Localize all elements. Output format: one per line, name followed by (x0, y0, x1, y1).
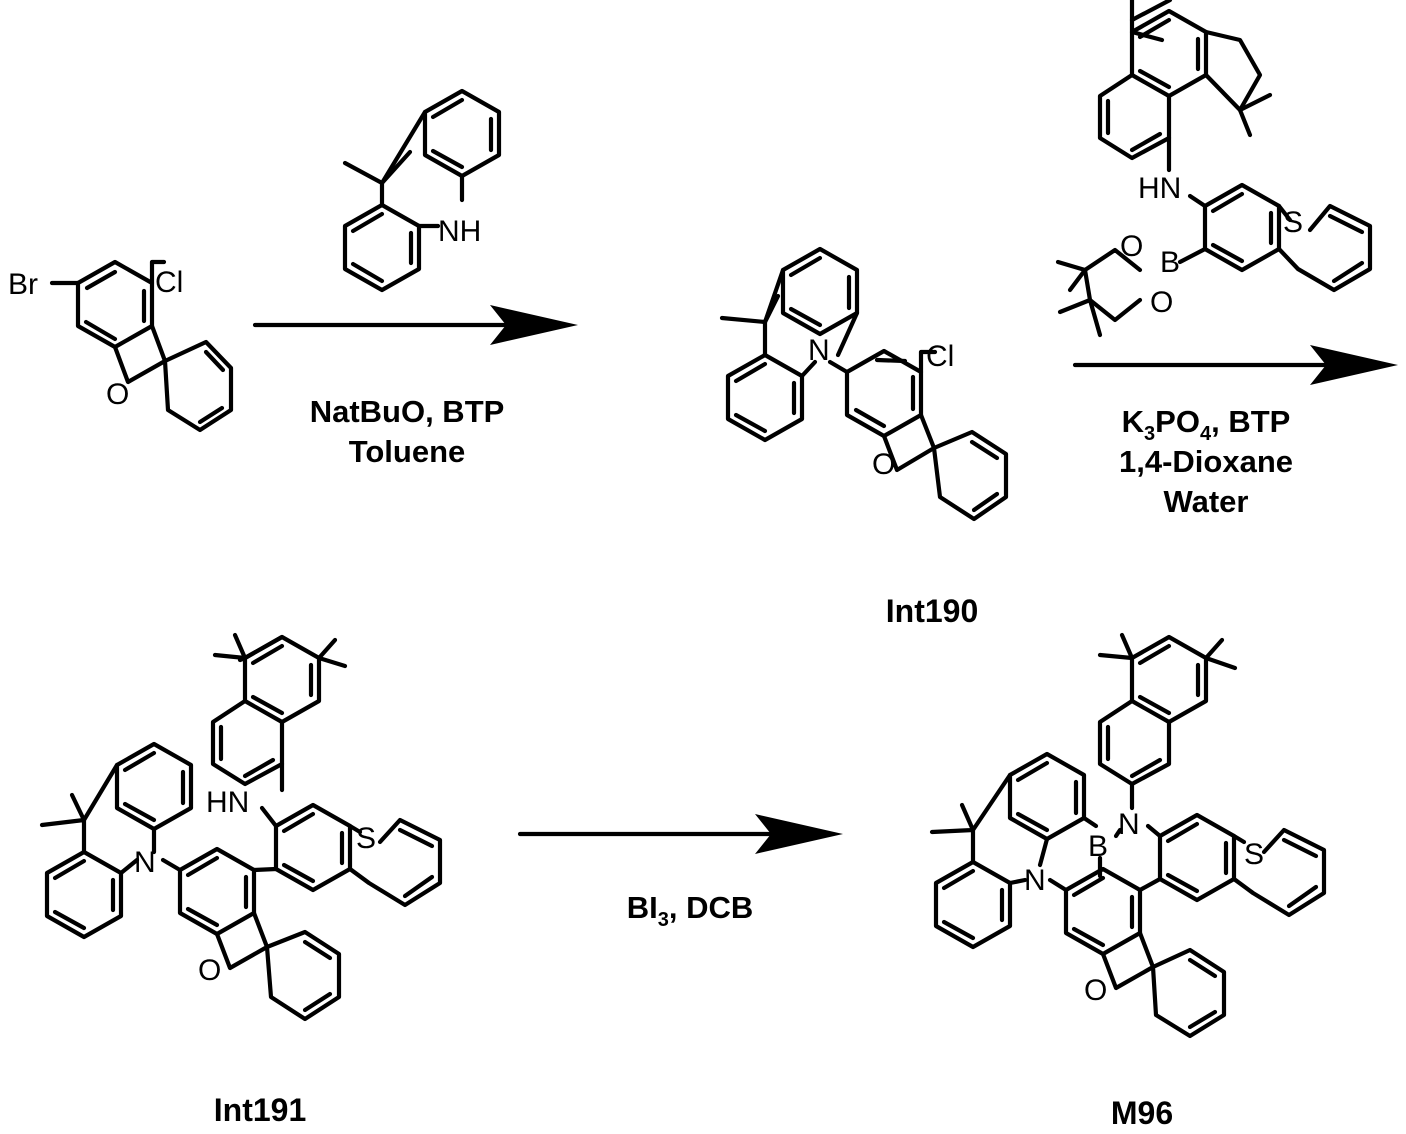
step2-condition-2: 1,4-Dioxane (1119, 444, 1293, 479)
step3-condition: BI3, DCB (627, 890, 754, 931)
int190-n-label: N (808, 334, 830, 367)
reagent2-o2-label: O (1150, 286, 1173, 319)
step1-condition-2: Toluene (349, 434, 466, 469)
m96-label: M96 (1111, 1095, 1173, 1131)
reaction-arrow-3 (520, 814, 843, 854)
compound-int191: HN S N O (42, 635, 440, 1019)
int191-hn-label: HN (206, 786, 249, 819)
reagent-boronate: HN S B O O (1058, 0, 1370, 335)
oxygen-label: O (106, 378, 129, 411)
int190-o-label: O (872, 448, 895, 481)
m96-n2-label: N (1024, 864, 1046, 897)
compound-int190: N Cl O (722, 249, 1006, 519)
reagent2-s-label: S (1283, 206, 1303, 239)
step2-condition-1: K3PO4, BTP (1122, 404, 1291, 445)
int191-n-label: N (134, 846, 156, 879)
chlorine-label: Cl (155, 266, 183, 299)
m96-s-label: S (1244, 838, 1264, 871)
int190-cl-label: Cl (926, 340, 954, 373)
m96-n1-label: N (1118, 808, 1140, 841)
reagent-acridan: NH (345, 91, 499, 290)
reagent-nh-label: NH (438, 215, 481, 248)
reagent2-b-label: B (1160, 246, 1180, 279)
int191-s-label: S (356, 822, 376, 855)
reagent2-hn-label: HN (1138, 172, 1181, 205)
reagent2-o1-label: O (1120, 230, 1143, 263)
int191-o-label: O (198, 954, 221, 987)
start-material: Br Cl O (8, 262, 231, 430)
int191-label: Int191 (214, 1092, 306, 1128)
m96-o-label: O (1084, 974, 1107, 1007)
reaction-arrow-1 (255, 305, 578, 345)
m96-b-label: B (1088, 830, 1108, 863)
reaction-arrow-2 (1075, 345, 1398, 385)
int190-label: Int190 (886, 593, 978, 629)
bromine-label: Br (8, 268, 38, 301)
compound-m96: B N S N O (932, 635, 1324, 1036)
step2-condition-3: Water (1164, 484, 1249, 519)
step1-condition-1: NatBuO, BTP (310, 394, 505, 429)
